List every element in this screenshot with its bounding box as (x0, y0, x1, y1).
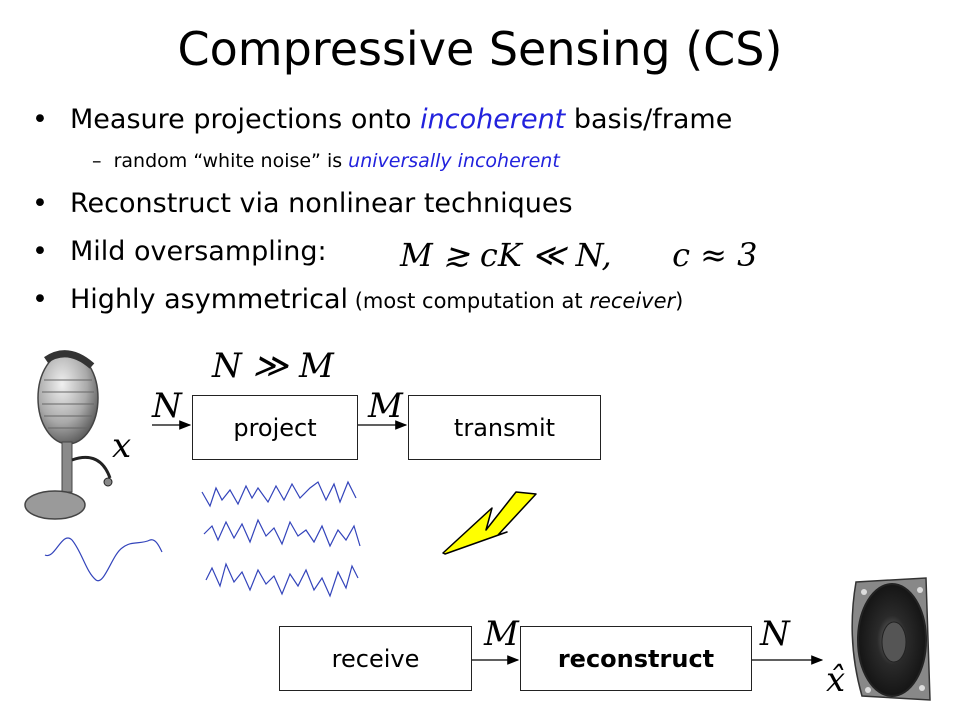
noise-wave-icon (201, 480, 357, 508)
label-x: x (112, 426, 132, 466)
noise-wave-icon (205, 562, 359, 598)
speaker-icon (851, 577, 931, 701)
sub-bullet-random-noise: – random “white noise” is universally in… (92, 150, 560, 172)
slide-title: Compressive Sensing (CS) (177, 22, 783, 76)
label-m-middle: M (368, 386, 403, 426)
oversampling-formula: M ≳ cK ≪ N, c ≈ 3 (400, 236, 758, 274)
signal-wave-icon (44, 537, 163, 582)
project-label: project (233, 413, 317, 442)
reconstruct-box: reconstruct (520, 626, 752, 691)
label-m-receive: M (484, 614, 519, 654)
lightning-bolt-icon (442, 491, 537, 555)
label-n-input: N (152, 386, 182, 426)
label-n-much-greater-m: N ≫ M (212, 346, 334, 386)
label-n-output: N (760, 614, 790, 654)
receive-label: receive (331, 644, 420, 673)
project-box: project (192, 395, 358, 460)
reconstruct-label: reconstruct (557, 644, 715, 673)
microphone-icon (24, 350, 113, 520)
noise-wave-icon (203, 518, 361, 548)
receive-box: receive (279, 626, 472, 691)
label-x-hat: x̂ (826, 660, 846, 700)
transmit-label: transmit (453, 413, 556, 442)
transmit-box: transmit (408, 395, 601, 460)
